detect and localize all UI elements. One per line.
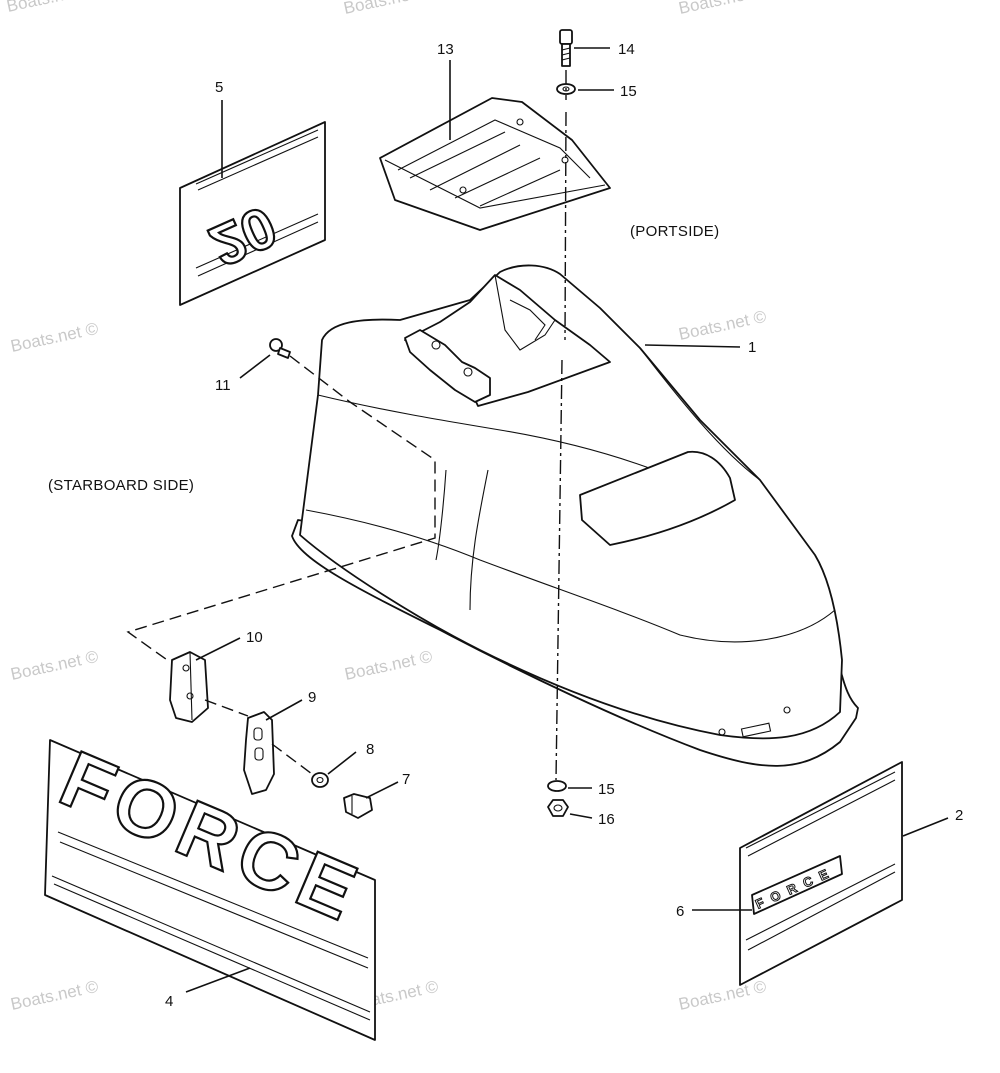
rivet-7 [343, 793, 373, 819]
starboard-side-label: (STARBOARD SIDE) [48, 477, 194, 494]
watermark: Boats.net © [9, 319, 101, 356]
watermark: Boats.net © [5, 0, 97, 16]
callout-14: 14 [618, 41, 635, 58]
watermark: Boats.net © [9, 977, 101, 1014]
callout-1: 1 [748, 339, 756, 356]
callout-11: 11 [215, 377, 231, 394]
callout-8: 8 [366, 741, 374, 758]
watermark: Boats.net © [9, 647, 101, 684]
portside-label: (PORTSIDE) [630, 223, 719, 240]
decal-5-model-number: 20 [179, 121, 326, 306]
watermark: Boats.net © [342, 0, 434, 18]
washer-15-bottom [547, 780, 567, 792]
screw-14 [559, 29, 573, 67]
nut-16 [547, 799, 569, 817]
callout-15-top: 15 [620, 83, 637, 100]
dashed-path-9-8 [271, 743, 313, 775]
callout-6: 6 [676, 903, 684, 920]
top-cover-plate [379, 97, 611, 231]
callout-4: 4 [165, 993, 173, 1010]
screw-11 [269, 338, 291, 359]
watermark: Boats.net © [677, 977, 769, 1014]
watermark: Boats.net © [343, 647, 435, 684]
callout-5: 5 [215, 79, 223, 96]
callout-10: 10 [246, 629, 263, 646]
watermark: Boats.net © [677, 0, 769, 18]
callout-16: 16 [598, 811, 615, 828]
callout-7: 7 [402, 771, 410, 788]
callout-15-bottom: 15 [598, 781, 615, 798]
engine-cowl [291, 264, 859, 767]
leader-lines [185, 47, 949, 993]
washer-8 [311, 772, 329, 788]
callout-labels: 1 2 4 5 6 7 8 9 10 11 13 14 15 15 16 [165, 41, 963, 1010]
callout-2: 2 [955, 807, 963, 824]
bracket-10 [169, 651, 209, 723]
latch-9 [243, 711, 275, 795]
callout-9: 9 [308, 689, 316, 706]
centerline-14-16 [555, 70, 567, 781]
dashed-path-10-9 [204, 699, 249, 717]
callout-13: 13 [437, 41, 454, 58]
dashed-path-11 [126, 355, 436, 663]
